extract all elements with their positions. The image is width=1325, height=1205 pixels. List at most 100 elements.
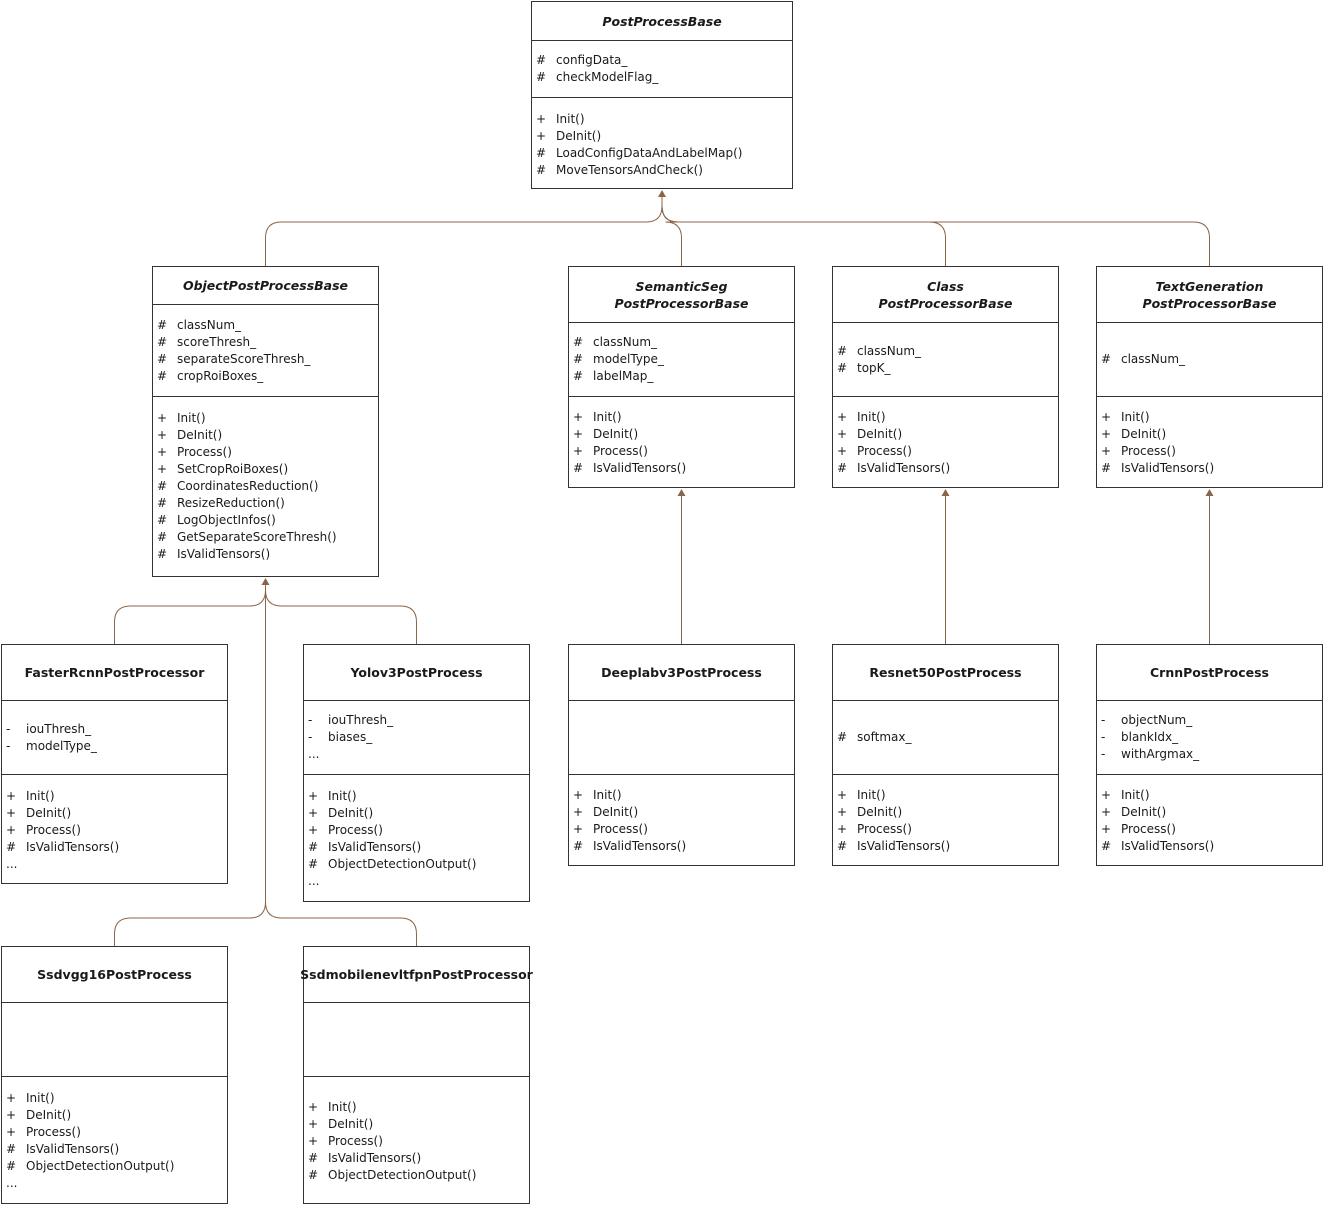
operation-name: GetSeparateScoreThresh() <box>177 530 337 544</box>
visibility-marker: + <box>837 427 848 441</box>
visibility-marker: + <box>157 462 168 476</box>
visibility-marker: + <box>837 788 848 802</box>
class-yolov3-post-process: Yolov3PostProcess-iouThresh_-biases_...+… <box>303 644 530 902</box>
operation: +Init() <box>573 409 790 426</box>
visibility-marker: - <box>6 721 11 736</box>
operation-name: DeInit() <box>857 427 903 441</box>
attribute-name: configData_ <box>556 53 628 67</box>
attribute: #cropRoiBoxes_ <box>157 368 374 385</box>
class-crnn-post-process: CrnnPostProcess-objectNum_-blankIdx_-wit… <box>1096 644 1323 866</box>
operations-section: +Init()+DeInit()+Process()#IsValidTensor… <box>833 775 1058 867</box>
visibility-marker: + <box>573 444 584 458</box>
operation: #LogObjectInfos() <box>157 512 374 529</box>
visibility-marker: # <box>837 461 848 475</box>
operation: +Init() <box>6 788 223 805</box>
operation: +Process() <box>837 443 1054 460</box>
visibility-marker: # <box>573 352 584 366</box>
operation-name: DeInit() <box>1121 805 1167 819</box>
attribute-name: blankIdx_ <box>1121 730 1179 744</box>
visibility-marker: # <box>6 839 17 854</box>
attributes-section: -iouThresh_-modelType_ <box>2 701 227 775</box>
operation: #CoordinatesReduction() <box>157 478 374 495</box>
class-name: PostProcessBase <box>532 2 792 41</box>
class-name: Resnet50PostProcess <box>833 645 1058 701</box>
operations-section: +Init()+DeInit()+Process()#IsValidTensor… <box>833 397 1058 489</box>
visibility-marker: # <box>573 335 584 349</box>
visibility-marker: + <box>308 806 319 820</box>
visibility-marker: # <box>6 1159 17 1173</box>
operation-name: LogObjectInfos() <box>177 513 276 527</box>
class-name: SemanticSeg PostProcessorBase <box>569 267 794 323</box>
operation: #IsValidTensors() <box>573 838 790 855</box>
visibility-marker: + <box>308 1133 319 1148</box>
operation: #ObjectDetectionOutput() <box>308 856 525 873</box>
attribute-name: withArgmax_ <box>1121 747 1200 761</box>
operation: +DeInit() <box>837 804 1054 821</box>
visibility-marker: + <box>6 822 17 837</box>
operation-name: Process() <box>1121 444 1176 458</box>
visibility-marker: - <box>1101 730 1106 744</box>
class-post-process-base: PostProcessBase#configData_#checkModelFl… <box>531 1 793 189</box>
operation: + DeInit() <box>837 426 1054 443</box>
class-name: Yolov3PostProcess <box>304 645 529 701</box>
attribute: -biases_ <box>308 729 525 746</box>
inheritance-line <box>265 581 417 644</box>
operation: +Init() <box>573 787 790 804</box>
operation: +Process() <box>157 444 374 461</box>
attribute: -objectNum_ <box>1101 712 1318 729</box>
operation-name: Process() <box>26 1125 81 1139</box>
operation-name: Init() <box>1121 410 1150 424</box>
attribute: #classNum_ <box>837 343 1054 360</box>
operation-name: ObjectDetectionOutput() <box>328 1167 477 1182</box>
visibility-marker: + <box>837 805 848 819</box>
inheritance-line <box>661 193 946 266</box>
operation: + Process() <box>1101 443 1318 460</box>
inheritance-line <box>114 581 266 644</box>
operation-name: DeInit() <box>1121 427 1167 441</box>
attribute-name: classNum_ <box>177 317 242 332</box>
operation-name: Init() <box>26 1091 55 1105</box>
visibility-marker: + <box>536 129 547 143</box>
visibility-marker: + <box>1101 444 1112 458</box>
visibility-marker: - <box>308 730 313 744</box>
attributes-section: #configData_#checkModelFlag_ <box>532 41 792 98</box>
operation-name: ObjectDetectionOutput() <box>26 1159 175 1173</box>
operation: #LoadConfigDataAndLabelMap() <box>536 145 788 162</box>
attributes-section <box>569 701 794 775</box>
operation-name: Init() <box>1121 788 1150 802</box>
class-class-post-processor-base: Class PostProcessorBase#classNum_#topK_+… <box>832 266 1059 488</box>
attribute-name: softmax_ <box>857 730 912 744</box>
operations-section: +Init()+DeInit()+Process()#IsValidTensor… <box>569 775 794 867</box>
visibility-marker: # <box>536 70 547 84</box>
operation-name: Process() <box>1121 822 1176 836</box>
class-name: Ssdvgg16PostProcess <box>2 947 227 1003</box>
visibility-marker: + <box>536 112 547 126</box>
operation: +DeInit() <box>308 805 525 822</box>
visibility-marker: + <box>573 788 584 802</box>
operation: +DeInit() <box>573 426 790 443</box>
operation-name: IsValidTensors() <box>26 839 120 854</box>
attributes-section: -objectNum_-blankIdx_-withArgmax_ <box>1097 701 1322 775</box>
operation: #GetSeparateScoreThresh() <box>157 529 374 546</box>
operation-name: Process() <box>26 822 81 837</box>
operation: +Process() <box>6 1124 223 1141</box>
operation-name: IsValidTensors() <box>26 1142 120 1156</box>
operations-section: +Init()+DeInit()+Process()#IsValidTensor… <box>569 397 794 489</box>
visibility-marker: # <box>157 479 168 493</box>
operation: # ObjectDetectionOutput() <box>6 1158 223 1175</box>
operation: +DeInit() <box>157 427 374 444</box>
attribute-name: iouThresh_ <box>26 721 92 736</box>
operation: #IsValidTensors() <box>308 1150 525 1167</box>
operation: +Init() <box>308 788 525 805</box>
attribute-name: classNum_ <box>857 343 922 358</box>
visibility-marker: - <box>308 713 313 727</box>
class-name: FasterRcnnPostProcessor <box>2 645 227 701</box>
visibility-marker: # <box>536 146 547 160</box>
attributes-section: #softmax_ <box>833 701 1058 775</box>
attribute-name: modelType_ <box>593 352 664 366</box>
visibility-marker: # <box>308 1167 319 1182</box>
class-deeplabv3-post-process: Deeplabv3PostProcess+Init()+DeInit()+Pro… <box>568 644 795 866</box>
visibility-marker: # <box>157 334 168 349</box>
operations-section: +Init()+DeInit()+Process()#IsValidTensor… <box>304 775 529 903</box>
operation: +Init() <box>837 409 1054 426</box>
